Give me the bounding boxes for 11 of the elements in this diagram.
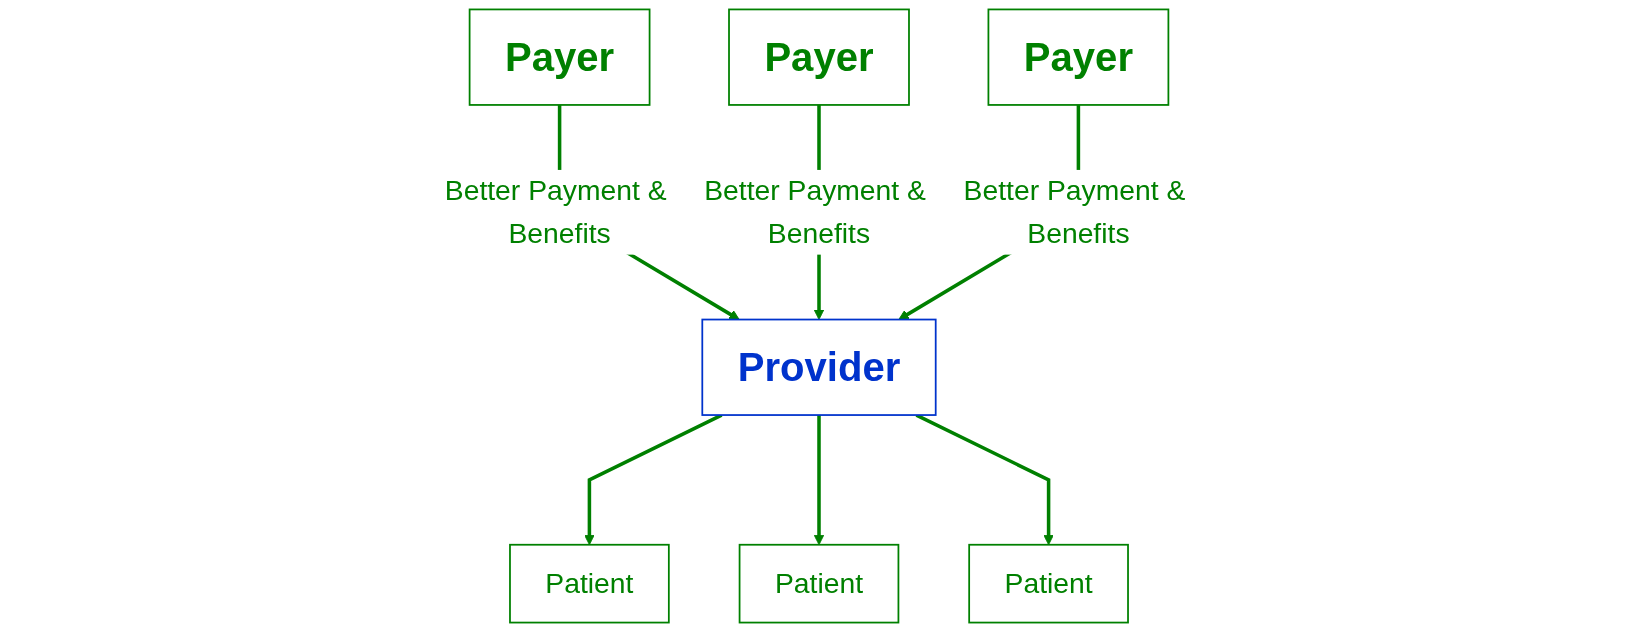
- edge-label: Better Payment & Benefits: [704, 174, 926, 249]
- edge-label: Better Payment & Benefits: [963, 174, 1186, 249]
- node-box: Payer: [987, 8, 1170, 106]
- edge-label: Better Payment & Benefits: [444, 174, 667, 249]
- node-box: Payer: [468, 8, 651, 106]
- node-box: Patient: [738, 543, 900, 624]
- node-box: Provider: [701, 318, 937, 416]
- node-box: Patient: [968, 543, 1129, 624]
- node-box: Payer: [728, 8, 910, 106]
- node-box: Patient: [509, 543, 670, 624]
- arrow: [813, 415, 825, 546]
